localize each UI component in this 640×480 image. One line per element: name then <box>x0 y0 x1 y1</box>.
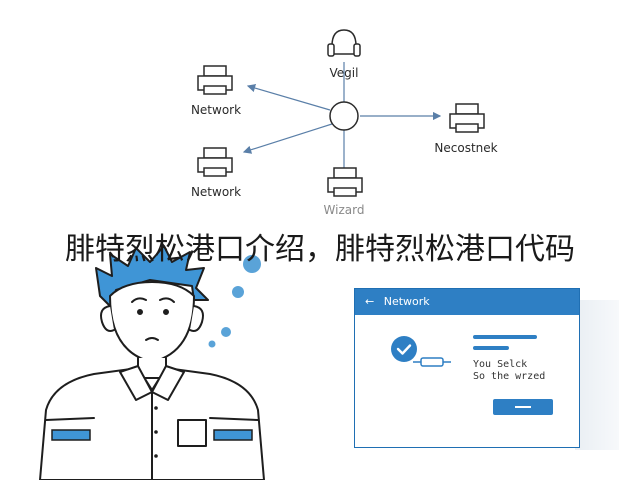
dash-icon <box>515 406 531 408</box>
placeholder-line <box>473 335 537 339</box>
printer-icon <box>327 167 363 197</box>
placeholder-line <box>473 346 509 350</box>
printer-icon <box>197 65 233 95</box>
printer-icon <box>449 103 485 133</box>
node-label-necostnek: Necostnek <box>434 141 497 155</box>
window-titlebar: ← Network <box>355 289 579 315</box>
window-title: Network <box>383 295 430 308</box>
window-text-line2: So the wrzed <box>473 371 546 382</box>
sleeve-cuff <box>51 429 253 441</box>
connector-line-icon <box>413 357 451 367</box>
window-backdrop <box>575 300 619 450</box>
node-label-network-top: Network <box>191 103 241 117</box>
shirt-buttons <box>154 406 158 458</box>
next-button[interactable] <box>493 399 553 415</box>
printer-icon <box>197 147 233 177</box>
wizard-window: ← Network You Selck So the wrzed <box>354 288 580 448</box>
node-label-wizard: Wizard <box>324 203 365 217</box>
diagram-links <box>242 62 442 168</box>
link-hub-network-bottom <box>242 123 333 154</box>
thought-bubble-icon <box>208 255 261 348</box>
confused-person-illustration <box>39 245 265 480</box>
link-hub-network-top <box>246 83 331 111</box>
node-label-vegil: Vegil <box>330 66 359 80</box>
hub-node <box>329 101 359 131</box>
page-headline: 腓特烈松港口介绍，腓特烈松港口代码 <box>65 232 575 267</box>
headset-icon <box>327 29 361 57</box>
back-arrow-icon[interactable]: ← <box>365 295 375 308</box>
window-text-line1: You Selck <box>473 359 528 370</box>
check-icon <box>391 336 417 362</box>
node-label-network-bottom: Network <box>191 185 241 199</box>
